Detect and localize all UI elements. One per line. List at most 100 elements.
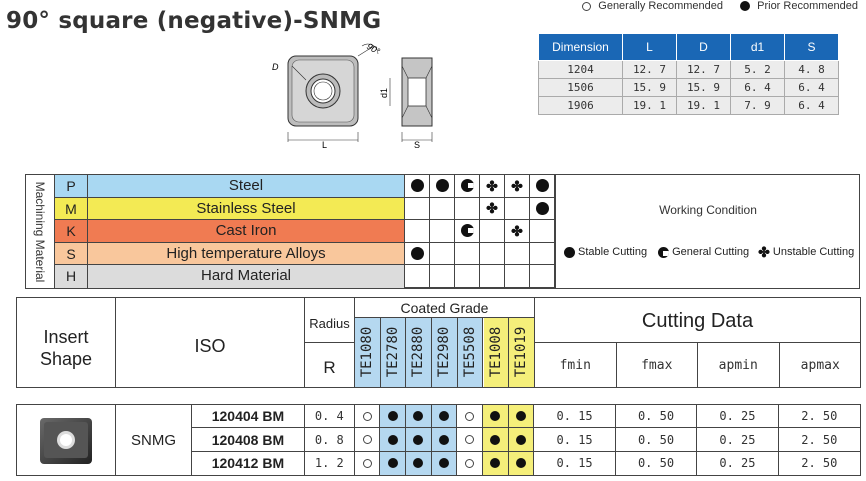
- stable-dot-icon: [387, 411, 398, 422]
- ring-icon: [465, 411, 475, 421]
- grade-mark-cell: [431, 451, 458, 476]
- material-mark-cell: [455, 242, 480, 266]
- grade-name: TE2880: [410, 326, 427, 378]
- dimension-header: D: [676, 33, 731, 61]
- material-mark-cell: [530, 197, 555, 221]
- insert-image: [17, 405, 116, 475]
- grade-name: TE5508: [461, 326, 478, 378]
- legend-general-label: Generally Recommended: [598, 0, 723, 12]
- grade-mark-cell: [354, 405, 381, 429]
- material-code: H: [55, 265, 88, 288]
- insert-photo-icon: [40, 418, 92, 464]
- radius-value: 0. 8: [304, 428, 355, 452]
- general-cutting-icon: [460, 224, 474, 238]
- cutting-value: 2. 50: [778, 428, 861, 452]
- legend-prior-label: Prior Recommended: [757, 0, 858, 12]
- material-mark-cell: [430, 220, 455, 243]
- table-cell: 12. 7: [622, 60, 677, 79]
- cutting-column-header: apmin: [698, 343, 780, 387]
- table-row: 1204 12. 7 12. 7 5. 2 4. 8: [538, 60, 839, 79]
- cutting-value: 0. 15: [534, 428, 616, 452]
- stable-dot-icon: [535, 201, 549, 215]
- material-mark-cell: [405, 242, 430, 266]
- material-marks-grid: ✤✤✤✤: [405, 175, 555, 288]
- stable-dot-icon: [410, 247, 424, 261]
- cutting-value: 0. 25: [697, 428, 779, 452]
- material-mark-cell: ✤: [480, 175, 505, 198]
- dimension-header: L: [622, 33, 677, 61]
- product-code: 120412 BM: [192, 451, 305, 476]
- material-mark-cell: [405, 197, 430, 221]
- material-code: M: [55, 197, 88, 220]
- stable-dot-icon: [516, 458, 527, 469]
- grade-mark-cell: [354, 428, 381, 452]
- general-cutting-icon: [658, 246, 670, 258]
- dimension-header-row: Dimension L D d1 S: [538, 33, 839, 61]
- stable-cutting-icon: [564, 246, 575, 258]
- table-cell: 15. 9: [676, 78, 731, 97]
- cutting-value: 0. 50: [615, 428, 698, 452]
- grade-mark-cell: [380, 405, 407, 429]
- general-cutting-label: General Cutting: [672, 246, 750, 258]
- machining-material-label: Machining Material: [26, 175, 55, 288]
- material-mark-cell: ✤: [505, 175, 530, 198]
- material-code: P: [55, 175, 88, 197]
- grade-column-header: TE1019: [509, 318, 535, 387]
- shape-name: SNMG: [116, 405, 192, 475]
- material-mark-cell: ✤: [480, 197, 505, 221]
- material-mark-cell: [505, 242, 530, 266]
- ring-icon: [362, 411, 372, 421]
- stable-dot-icon: [490, 434, 501, 445]
- material-mark-cell: [505, 197, 530, 221]
- dim-l-label: L: [322, 140, 327, 150]
- grade-name: TE1008: [487, 326, 504, 378]
- cutting-column-header: fmax: [617, 343, 698, 387]
- radius-value: 0. 4: [304, 405, 355, 429]
- radius-header: Radius R: [305, 298, 355, 387]
- grade-mark-cell: [380, 428, 407, 452]
- grade-name: TE1080: [359, 326, 375, 378]
- table-cell: 6. 4: [784, 96, 839, 115]
- material-mark-cell: [455, 197, 480, 221]
- material-mark-cell: [455, 265, 480, 288]
- material-mark-cell: [530, 175, 555, 198]
- dim-s-label: S: [414, 140, 420, 150]
- grade-mark-cell: [457, 451, 484, 476]
- grade-mark-cell: [406, 405, 432, 429]
- material-code: S: [55, 242, 88, 265]
- unstable-cutting-icon: ✤: [511, 222, 523, 239]
- grade-mark-cell: [355, 451, 381, 476]
- grade-column-header: TE2880: [406, 318, 433, 387]
- grade-mark-cell: [457, 405, 484, 429]
- ring-icon: [465, 435, 475, 445]
- table-cell: 1906: [538, 96, 623, 115]
- stable-dot-icon: [435, 179, 449, 193]
- cutting-value: 2. 50: [778, 405, 861, 429]
- grade-mark-cell: [508, 405, 535, 429]
- table-cell: 6. 4: [730, 78, 785, 97]
- table-cell: 19. 1: [622, 96, 677, 115]
- stable-dot-icon: [490, 458, 501, 469]
- dimension-table: Dimension L D d1 S 1204 12. 7 12. 7 5. 2…: [538, 33, 839, 115]
- material-mark-cell: [505, 265, 530, 288]
- dimension-header: d1: [730, 33, 785, 61]
- grade-name: TE2780: [384, 326, 401, 378]
- grade-mark-cell: [431, 405, 458, 429]
- dimension-header: S: [784, 33, 839, 61]
- grade-mark-cell: [406, 428, 432, 452]
- stable-dot-icon: [490, 411, 501, 422]
- grade-column-header: TE1008: [483, 318, 510, 387]
- coated-grade-header: Coated Grade: [355, 298, 535, 318]
- generally-recommended-icon: [582, 1, 592, 11]
- unstable-cutting-icon: ✤: [486, 200, 498, 217]
- cutting-value: 0. 50: [616, 451, 698, 476]
- grade-mark-cell: [508, 428, 535, 452]
- cutting-column-header: apmax: [800, 357, 840, 373]
- material-name: High temperature Alloys: [88, 242, 405, 265]
- dim-d-label: D: [272, 62, 279, 72]
